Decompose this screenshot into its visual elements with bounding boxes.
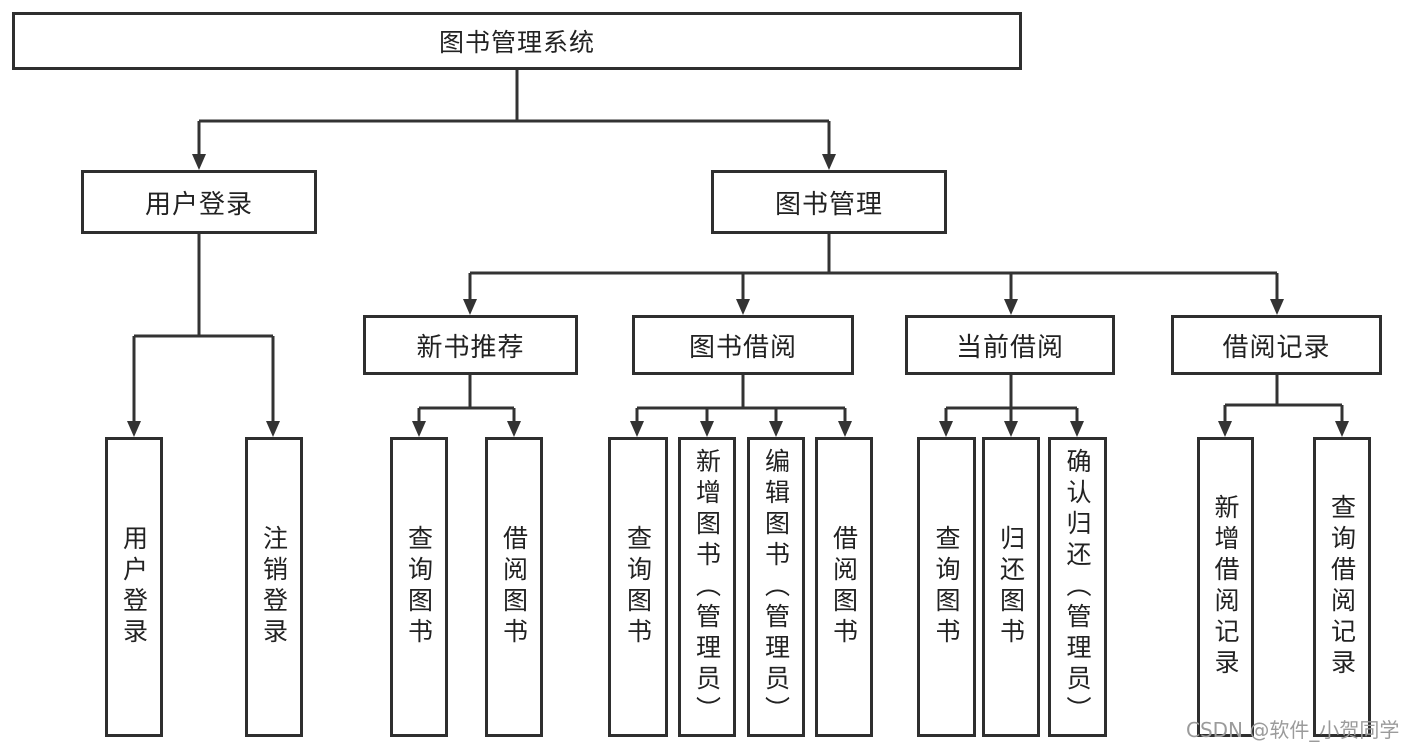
leaf-confirm-return-admin: 确认归还（管理员） [1048,437,1107,737]
leaf-add-borrow-record: 新增借阅记录 [1197,437,1254,737]
leaf-add-book-admin: 新增图书（管理员） [678,437,736,737]
node-new-book-recommend: 新书推荐 [363,315,578,375]
leaf-query-borrow-record: 查询借阅记录 [1313,437,1371,737]
arrowhead [412,421,426,437]
arrowhead [822,154,836,170]
leaf-label: 编辑图书（管理员） [761,447,791,727]
node-borrow-records: 借阅记录 [1171,315,1382,375]
leaf-query-book-recommend: 查询图书 [390,437,448,737]
leaf-label: 注销登录 [259,525,289,649]
arrowhead [1270,299,1284,315]
leaf-return-book: 归还图书 [982,437,1040,737]
leaf-query-book-borrow: 查询图书 [608,437,668,737]
arrowhead [192,154,206,170]
arrowhead [630,421,644,437]
arrowhead [939,421,953,437]
leaf-borrow-book: 借阅图书 [815,437,873,737]
leaf-label: 查询借阅记录 [1327,494,1357,680]
leaf-logout: 注销登录 [245,437,303,737]
node-book-borrow: 图书借阅 [632,315,854,375]
arrowhead [700,421,714,437]
leaf-label: 查询图书 [932,525,961,649]
leaf-label: 归还图书 [996,525,1026,649]
node-user-login: 用户登录 [81,170,317,234]
arrowhead [266,421,280,437]
arrowhead [1070,421,1084,437]
leaf-label: 借阅图书 [499,525,529,649]
leaf-user-login: 用户登录 [105,437,163,737]
node-root-system: 图书管理系统 [12,12,1022,70]
leaf-query-book-current: 查询图书 [917,437,976,737]
arrowhead [1004,421,1018,437]
node-current-borrow: 当前借阅 [905,315,1115,375]
arrowhead [127,421,141,437]
arrowhead [838,421,852,437]
leaf-edit-book-admin: 编辑图书（管理员） [747,437,805,737]
leaf-label: 用户登录 [119,525,149,649]
arrowhead [507,421,521,437]
arrowhead [1218,421,1232,437]
arrowhead [736,299,750,315]
leaf-label: 借阅图书 [829,525,859,649]
arrowhead [769,421,783,437]
leaf-label: 确认归还（管理员） [1063,447,1092,727]
leaf-label: 查询图书 [623,525,653,649]
arrowhead [463,299,477,315]
leaf-label: 新增借阅记录 [1211,494,1240,680]
node-book-management: 图书管理 [711,170,947,234]
arrowhead [1004,299,1018,315]
leaf-label: 查询图书 [404,525,434,649]
csdn-watermark: CSDN @软件_小贺同学 [1186,718,1400,742]
leaf-borrow-book-recommend: 借阅图书 [485,437,543,737]
leaf-label: 新增图书（管理员） [692,447,722,727]
arrowhead [1335,421,1349,437]
